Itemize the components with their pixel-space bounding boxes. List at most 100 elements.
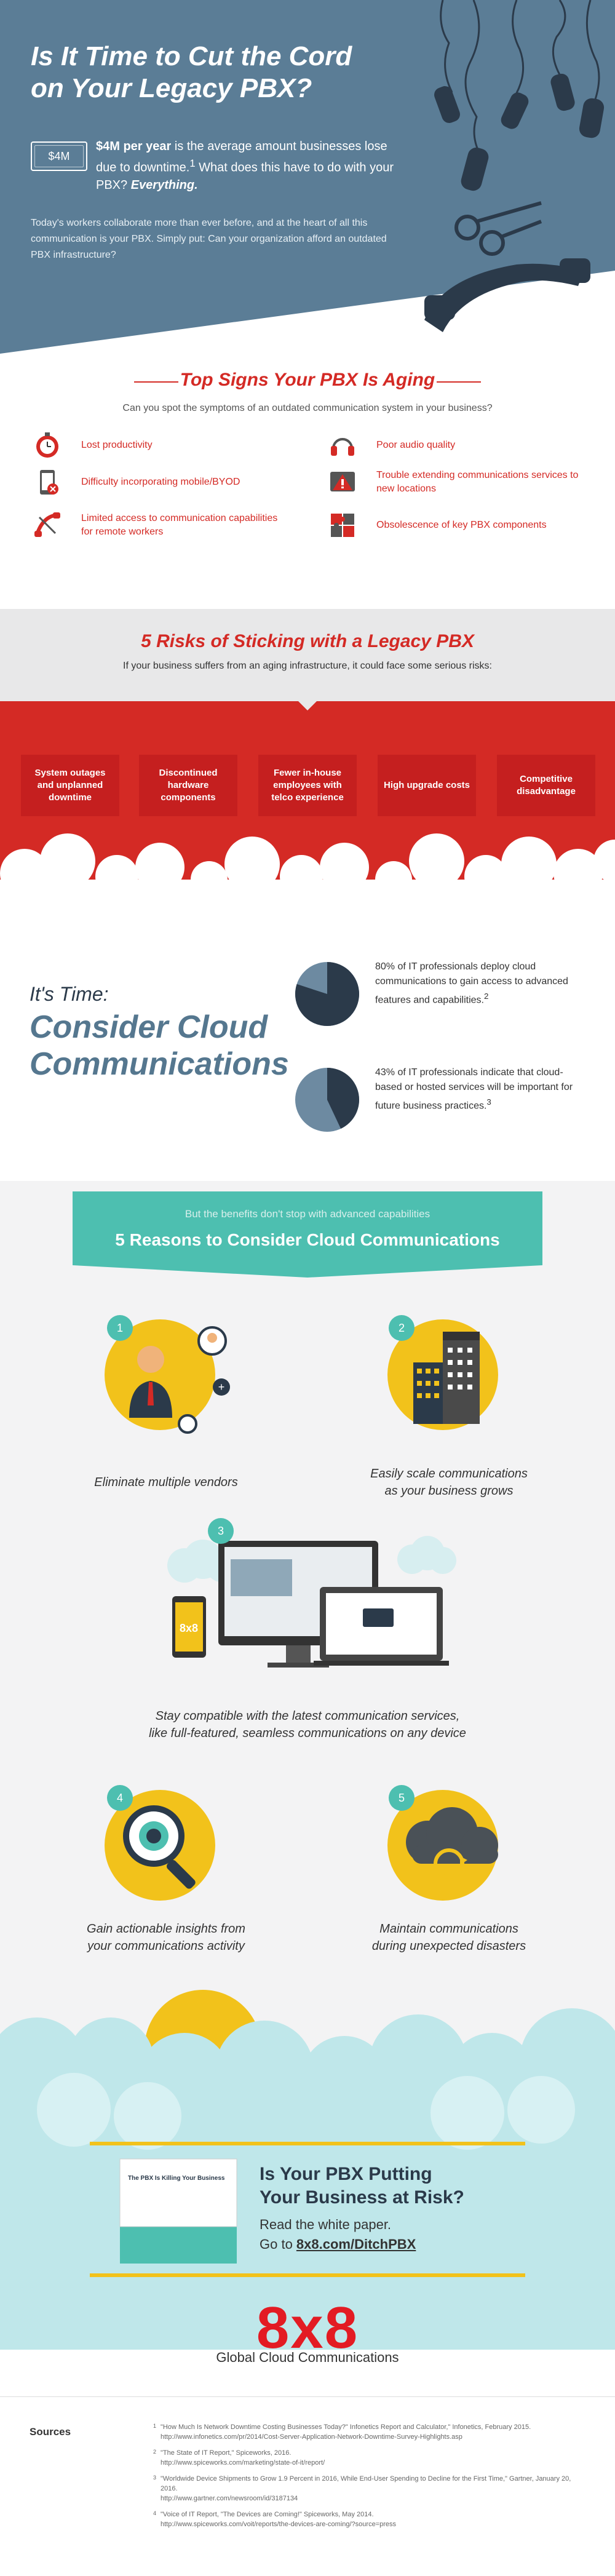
consider-line-2: Communications bbox=[30, 1046, 289, 1082]
cta-title: Is Your PBX Putting Your Business at Ris… bbox=[260, 2163, 506, 2209]
risk-item: Competitive disadvantage bbox=[497, 755, 595, 816]
brand-logo: 8x8 bbox=[256, 2295, 359, 2350]
reasons-section: But the benefits don't stop with advance… bbox=[0, 1181, 615, 1962]
reason-text-line: your communications activity bbox=[87, 1939, 245, 1953]
pie-slice bbox=[327, 1068, 359, 1129]
cta-background bbox=[0, 1962, 615, 2350]
risks-title: 5 Risks of Sticking with a Legacy PBX bbox=[141, 631, 474, 651]
vendor-illustration: + bbox=[105, 1319, 230, 1434]
stat-text: 43% of IT professionals indicate that cl… bbox=[375, 1067, 573, 1111]
stat-footnote: 1 bbox=[189, 157, 196, 169]
sign-item: Lost productivity bbox=[32, 427, 290, 464]
reason-text: Stay compatible with the latest communic… bbox=[62, 1707, 554, 1742]
page-title: Is It Time to Cut the Cord on Your Legac… bbox=[31, 41, 375, 105]
cta-read: Read the white paper. bbox=[260, 2217, 392, 2232]
cta-title-line: Is Your PBX Putting bbox=[260, 2164, 432, 2184]
clouds-icon bbox=[0, 833, 615, 892]
stat-row: 43% of IT professionals indicate that cl… bbox=[293, 1065, 600, 1132]
sources-heading: Sources bbox=[30, 2426, 71, 2438]
headset-icon bbox=[331, 438, 354, 456]
risk-item: System outages and unplanned downtime bbox=[21, 755, 119, 816]
source-item: 1"How Much Is Network Downtime Costing B… bbox=[153, 2423, 531, 2441]
source-item: 2"The State of IT Report," Spiceworks, 2… bbox=[153, 2449, 325, 2467]
source-item: 3"Worldwide Device Shipments to Grow 1.9… bbox=[153, 2475, 571, 2502]
hero-body: Today's workers collaborate more than ev… bbox=[31, 218, 387, 260]
banner-subtitle: But the benefits don't stop with advance… bbox=[184, 1208, 430, 1220]
sign-label: Obsolescence of key PBX components bbox=[376, 520, 547, 530]
scissors-icon bbox=[454, 201, 542, 256]
reason-number: 3 bbox=[208, 1518, 234, 1544]
reason-text-line: during unexpected disasters bbox=[371, 1939, 526, 1953]
reason-text: Eliminate multiple vendors bbox=[94, 1476, 238, 1489]
mobile-icon bbox=[40, 470, 58, 495]
warning-icon bbox=[330, 472, 355, 491]
cta-go: Go to 8x8.com/DitchPBX bbox=[260, 2236, 416, 2252]
reason-text-line: like full-featured, seamless communicati… bbox=[149, 1727, 466, 1740]
reason-number: 1 bbox=[107, 1315, 133, 1341]
banner-title: 5 Reasons to Consider Cloud Communicatio… bbox=[115, 1230, 500, 1249]
stat-question: What does this have to do with your PBX? bbox=[96, 161, 394, 192]
sign-item: Poor audio quality bbox=[327, 427, 585, 464]
cloud-section: It's Time: Consider Cloud Communications… bbox=[0, 892, 615, 1181]
stat-row: 80% of IT professionals deploy cloud com… bbox=[293, 960, 600, 1026]
brand-tagline: Global Cloud Communications bbox=[216, 2350, 399, 2365]
its-time-label: It's Time: bbox=[30, 983, 109, 1005]
divider bbox=[0, 2396, 615, 2397]
stat-footnote: 3 bbox=[486, 1097, 491, 1107]
risk-item: High upgrade costs bbox=[378, 755, 476, 816]
cta-link[interactable]: 8x8.com/DitchPBX bbox=[296, 2236, 416, 2252]
stat-footnote: 2 bbox=[484, 992, 489, 1001]
risks-subtitle: If your business suffers from an aging i… bbox=[123, 661, 492, 671]
reason-text: Gain actionable insights from your commu… bbox=[37, 1920, 295, 1955]
sign-item: Obsolescence of key PBX components bbox=[327, 507, 585, 544]
reason-text: Easily scale communications as your busi… bbox=[320, 1465, 578, 1500]
sign-item: Trouble extending communications service… bbox=[327, 464, 585, 501]
paper-title: The PBX Is Killing Your Business bbox=[128, 2175, 225, 2182]
sign-label: Trouble extending communications service… bbox=[376, 470, 579, 494]
sign-label: Poor audio quality bbox=[376, 440, 456, 450]
cloud-sync-illustration bbox=[387, 1790, 498, 1901]
money-icon: $4M bbox=[31, 141, 87, 171]
cta-title-line: Your Business at Risk? bbox=[260, 2187, 464, 2208]
device-logo: 8x8 bbox=[180, 1622, 198, 1634]
source-item: 4"Voice of IT Report, "The Devices are C… bbox=[153, 2510, 397, 2528]
hero-background bbox=[0, 0, 615, 354]
reason-text-line: Maintain communications bbox=[379, 1922, 518, 1936]
reason-number: 4 bbox=[107, 1785, 133, 1811]
sign-label: Difficulty incorporating mobile/BYOD bbox=[81, 477, 240, 487]
reason-text-line: Gain actionable insights from bbox=[87, 1922, 245, 1936]
title-line-1: Is It Time to Cut the Cord bbox=[31, 41, 352, 71]
risks-section: 5 Risks of Sticking with a Legacy PBX If… bbox=[0, 609, 615, 892]
sources-list: 1"How Much Is Network Downtime Costing B… bbox=[153, 2422, 587, 2535]
pie-slice bbox=[295, 962, 359, 1026]
risk-item: Fewer in-house employees with telco expe… bbox=[258, 755, 357, 816]
title-divider-left bbox=[134, 381, 178, 383]
clock-icon bbox=[36, 432, 58, 458]
signs-subtitle: Can you spot the symptoms of an outdated… bbox=[122, 403, 493, 413]
hero-section: Is It Time to Cut the Cord on Your Legac… bbox=[0, 0, 615, 354]
reason-number: 2 bbox=[389, 1315, 415, 1341]
stat-rest: is the average amount businesses lose du… bbox=[96, 140, 387, 175]
reason-text-line: as your business grows bbox=[384, 1484, 514, 1498]
broken-phone-icon bbox=[34, 512, 60, 537]
risk-item: Discontinued hardware components bbox=[139, 755, 237, 816]
consider-heading: Consider Cloud Communications bbox=[30, 1009, 306, 1083]
hero-stat: $4M $4M per year is the average amount b… bbox=[31, 138, 400, 193]
puzzle-icon bbox=[331, 514, 354, 537]
building-illustration bbox=[387, 1319, 498, 1430]
stat-text: 80% of IT professionals deploy cloud com… bbox=[375, 961, 568, 1006]
devices-illustration: 8x8 bbox=[167, 1536, 456, 1668]
title-divider-right bbox=[437, 381, 481, 383]
sign-label: Limited access to communication capabili… bbox=[81, 513, 278, 537]
signs-title: Top Signs Your PBX Is Aging bbox=[180, 370, 435, 390]
stat-answer: Everything. bbox=[130, 178, 198, 192]
magnifier-illustration bbox=[105, 1790, 215, 1901]
hanging-phones-icon bbox=[440, 0, 600, 154]
sign-item: Difficulty incorporating mobile/BYOD bbox=[32, 464, 290, 501]
sign-label: Lost productivity bbox=[81, 440, 153, 450]
title-line-2: on Your Legacy PBX? bbox=[31, 73, 312, 103]
reason-text-line: Stay compatible with the latest communic… bbox=[155, 1709, 460, 1723]
reasons-banner bbox=[73, 1191, 542, 1278]
svg-text:+: + bbox=[218, 1381, 225, 1393]
reason-text-line: Easily scale communications bbox=[370, 1467, 528, 1481]
